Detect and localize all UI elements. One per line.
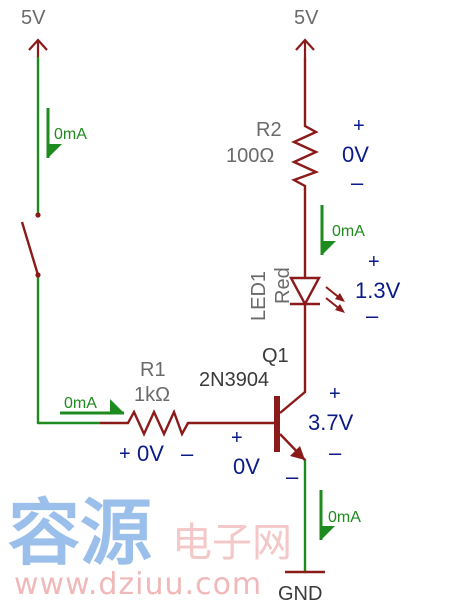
q1-name: Q1	[262, 345, 289, 367]
current-emitter-label: 0mA	[328, 509, 361, 526]
led-led1[interactable]: LED1 Red + 1.3V –	[248, 251, 401, 328]
supply-right-label: 5V	[294, 7, 319, 29]
supply-arrow-icon	[295, 38, 315, 58]
led1-color: Red	[272, 267, 294, 304]
ground: GND	[278, 570, 325, 605]
supply-left-label: 5V	[21, 7, 46, 29]
led1-voltage-minus: –	[366, 303, 379, 328]
transistor-q1[interactable]: Q1 2N3904 + 3.7V – + 0V –	[199, 345, 354, 489]
r1-voltage: 0V	[137, 441, 164, 466]
q1-vbe: 0V	[233, 454, 260, 479]
current-led-label: 0mA	[332, 223, 365, 240]
q1-vbe-plus: +	[231, 427, 243, 449]
r2-name: R2	[256, 119, 282, 141]
watermark: 容源 电子网 www.dziuu.com	[8, 491, 292, 602]
q1-vce-minus: –	[329, 440, 342, 465]
resistor-r2[interactable]: R2 100Ω + 0V –	[226, 115, 369, 195]
current-arrow-icon	[319, 490, 335, 540]
led1-name: LED1	[248, 271, 270, 321]
r2-voltage: 0V	[342, 142, 369, 167]
led1-voltage: 1.3V	[355, 278, 401, 303]
current-base: 0mA	[60, 395, 124, 415]
r1-voltage-plus: +	[119, 443, 131, 465]
watermark-chinese-main: 容源	[8, 491, 152, 575]
led-symbol-icon	[288, 276, 345, 313]
ground-label: GND	[278, 583, 322, 605]
watermark-chinese-sub: 电子网	[172, 520, 292, 566]
current-switch-branch: 0mA	[46, 108, 87, 158]
r1-name: R1	[140, 359, 166, 381]
resistor-r1[interactable]: R1 1kΩ + 0V –	[100, 359, 194, 466]
current-base-label: 0mA	[64, 395, 97, 412]
wires	[36, 56, 307, 574]
r2-voltage-plus: +	[353, 115, 365, 137]
current-arrow-icon	[46, 108, 62, 158]
r2-voltage-minus: –	[351, 170, 364, 195]
q1-part: 2N3904	[199, 369, 269, 391]
r1-voltage-minus: –	[181, 441, 194, 466]
current-emitter: 0mA	[319, 490, 361, 540]
current-arrow-icon	[60, 399, 124, 415]
q1-vce-plus: +	[329, 383, 341, 405]
supply-arrow-icon	[28, 38, 48, 58]
resistor-symbol-icon	[100, 408, 190, 437]
led1-voltage-plus: +	[368, 251, 380, 273]
current-led-branch: 0mA	[320, 205, 365, 255]
watermark-url: www.dziuu.com	[14, 567, 262, 602]
q1-vbe-minus: –	[286, 464, 299, 489]
r2-value: 100Ω	[226, 145, 274, 167]
current-switch-label: 0mA	[54, 126, 87, 143]
supply-left: 5V	[21, 7, 48, 58]
resistor-symbol-icon	[291, 118, 320, 190]
r1-value: 1kΩ	[134, 384, 170, 406]
q1-vce: 3.7V	[308, 410, 354, 435]
pnp-transistor-symbol-icon	[274, 391, 306, 461]
switch-symbol-icon[interactable]	[20, 212, 41, 278]
current-arrow-icon	[320, 205, 336, 255]
supply-right: 5V	[294, 7, 319, 58]
